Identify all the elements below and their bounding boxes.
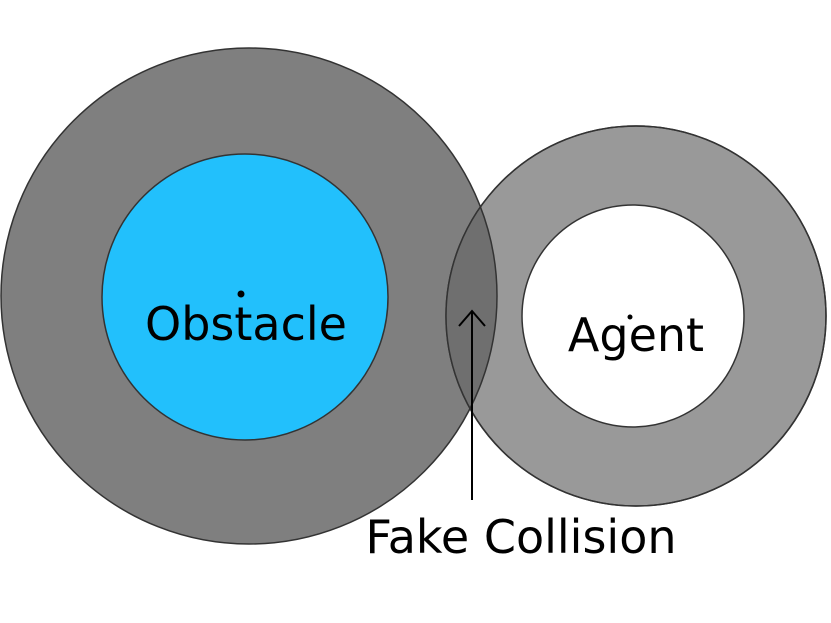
fake-collision-label: Fake Collision [366, 510, 677, 564]
agent-center-dot [627, 314, 633, 320]
obstacle-center-dot [237, 290, 245, 298]
overlap-outline-obstacle [446, 126, 498, 506]
agent-core-circle [521, 204, 745, 428]
fake-collision-arrow-head [458, 309, 486, 327]
obstacle-core-circle [101, 153, 389, 441]
obstacle-label: Obstacle [145, 297, 347, 351]
agent-label: Agent [568, 308, 704, 362]
overlap-outline-agent [445, 125, 827, 507]
